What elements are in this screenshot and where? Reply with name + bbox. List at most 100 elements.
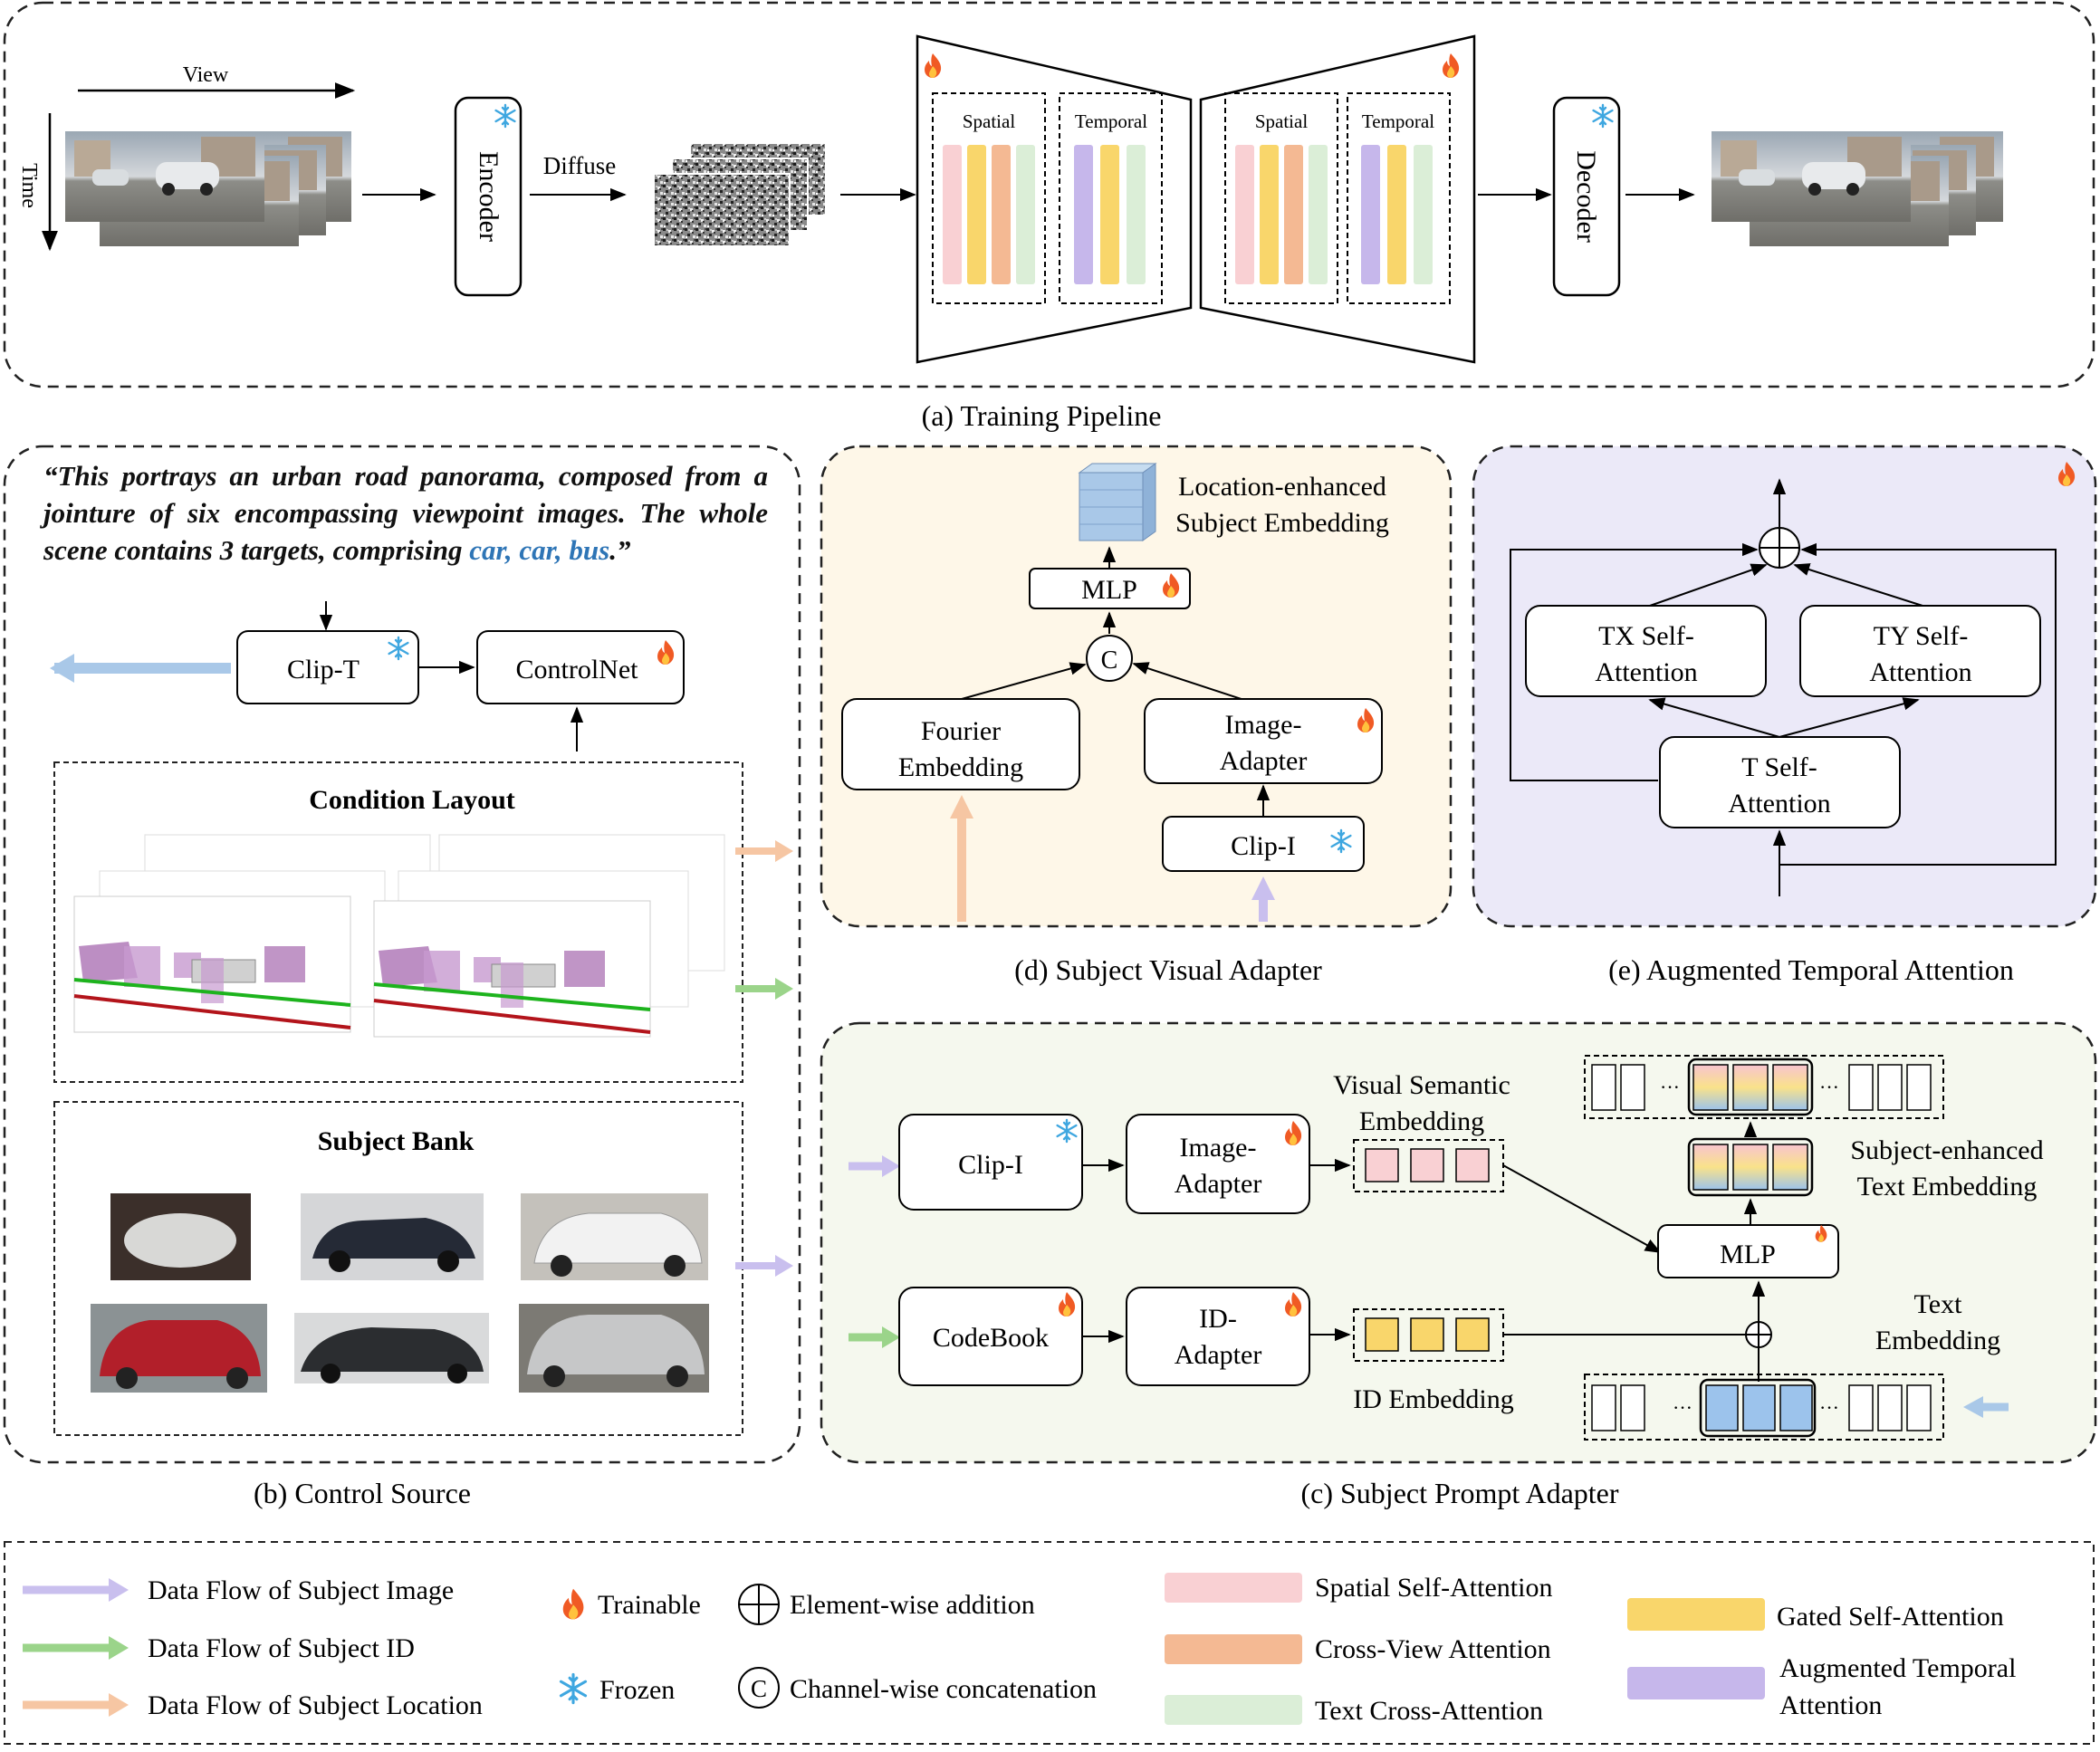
training-pipeline-panel: View Time Encoder Diffuse: [3, 1, 2095, 388]
text-cross-attention-bar: [1127, 145, 1146, 284]
legend-cross-view: Cross-View Attention: [1315, 1634, 1551, 1664]
spatial-self-attention-swatch: [1165, 1573, 1302, 1603]
augmented-temporal-bar: [1361, 145, 1380, 284]
legend-trainable: Trainable: [598, 1590, 701, 1620]
unet-down-block: Spatial Temporal: [916, 34, 1193, 364]
mlp-block: [1657, 1224, 1839, 1278]
legend-flow-image: Data Flow of Subject Image: [148, 1575, 454, 1605]
t-self-attention-block: [1659, 736, 1901, 828]
visual-semantic-label-1: Visual Semantic: [1333, 1070, 1510, 1100]
text-cross-attention-bar: [1309, 145, 1328, 284]
gated-self-attention-bar: [1387, 145, 1406, 284]
legend-channel-wise: Channel-wise concatenation: [790, 1674, 1097, 1704]
legend-frozen: Frozen: [599, 1675, 675, 1705]
caption-subject-visual-adapter: (d) Subject Visual Adapter: [1014, 953, 1322, 986]
text-cross-attention-bar: [1414, 145, 1433, 284]
t-label-1: T Self-: [1741, 752, 1817, 782]
legend-gated-self: Gated Self-Attention: [1777, 1602, 2004, 1632]
image-adapter-label-2: Adapter: [1220, 746, 1308, 776]
diffuse-label: Diffuse: [543, 152, 617, 179]
visual-semantic-label-2: Embedding: [1359, 1106, 1484, 1136]
legend-text-cross: Text Cross-Attention: [1315, 1696, 1543, 1726]
augmented-temporal-bar: [1074, 145, 1093, 284]
encoder-label: Encoder: [474, 151, 503, 242]
clip-i-block: [1162, 816, 1365, 872]
circled-c-icon: [738, 1667, 780, 1709]
t-label-2: Attention: [1728, 789, 1830, 819]
tx-label-1: TX Self-: [1598, 621, 1694, 651]
image-adapter-label-1: Image-: [1180, 1133, 1257, 1163]
quote-cars: car, car, bus: [469, 534, 610, 566]
subject-bank-title: Subject Bank: [318, 1126, 475, 1156]
subject-embedding-cube: [1078, 463, 1157, 541]
input-frames: [65, 131, 351, 246]
location-enhanced-label-2: Subject Embedding: [1175, 508, 1389, 538]
text-cross-attention-swatch: [1165, 1695, 1302, 1725]
spatial-label: Spatial: [963, 110, 1015, 132]
noise-latents: [653, 142, 827, 247]
view-label: View: [183, 63, 229, 87]
image-adapter-label-2: Adapter: [1175, 1169, 1262, 1199]
subject-enhanced-sequence: [1584, 1055, 1944, 1119]
text-embedding-label-2: Embedding: [1875, 1326, 2000, 1355]
cross-view-attention-bar: [1284, 145, 1303, 284]
ty-self-attention-block: [1799, 605, 2041, 697]
subject-enhanced-label-2: Text Embedding: [1857, 1172, 2038, 1202]
augmented-temporal-attention-panel: TX Self- Attention TY Self- Attention T …: [1472, 445, 2097, 928]
id-flow-legend-arrow: [109, 1636, 129, 1660]
legend-augmented-temporal-1: Augmented Temporal: [1779, 1653, 2016, 1683]
augmented-temporal-swatch: [1627, 1667, 1765, 1699]
unet-up-block: Spatial Temporal: [1199, 34, 1476, 364]
encoder-block: Encoder: [454, 96, 523, 297]
decoder-block: Decoder: [1552, 96, 1621, 297]
ellipsis: ···: [1819, 1396, 1839, 1419]
legend-channel-symbol: C: [751, 1675, 767, 1702]
snowflake-icon: [559, 1672, 588, 1705]
concat-symbol: C: [1101, 646, 1118, 675]
caption-training-pipeline: (a) Training Pipeline: [922, 399, 1162, 432]
text-cross-attention-bar: [1016, 145, 1035, 284]
controlnet-block: [476, 630, 685, 704]
temporal-label: Temporal: [1362, 110, 1434, 132]
subject-prompt-adapter-panel: Clip-I Image- Adapter Visual Semantic Em…: [820, 1021, 2097, 1464]
ellipsis: ···: [1819, 1076, 1839, 1098]
image-flow-legend-arrow: [109, 1578, 129, 1602]
time-label: Time: [17, 163, 41, 208]
legend-flow-location: Data Flow of Subject Location: [148, 1690, 483, 1720]
mlp-block: [1029, 568, 1191, 609]
codebook-label: CodeBook: [933, 1323, 1049, 1353]
spatial-label: Spatial: [1255, 110, 1308, 132]
flame-icon: [562, 1588, 584, 1620]
clip-i-label: Clip-I: [1231, 831, 1296, 861]
cross-view-attention-swatch: [1165, 1634, 1302, 1664]
location-enhanced-label-1: Location-enhanced: [1178, 472, 1386, 502]
mlp-label: MLP: [1720, 1240, 1776, 1269]
fourier-embedding-block: [841, 698, 1080, 790]
decoder-label: Decoder: [1571, 150, 1601, 243]
location-flow-legend-arrow: [109, 1693, 129, 1717]
id-adapter-label-1: ID-: [1199, 1304, 1237, 1334]
tx-label-2: Attention: [1595, 657, 1697, 687]
ty-label-1: TY Self-: [1874, 621, 1969, 651]
channel-concat-icon: [1086, 635, 1133, 682]
condition-layout-box: [53, 761, 743, 1083]
id-embedding-label: ID Embedding: [1353, 1384, 1513, 1414]
subject-enhanced-label-1: Subject-enhanced: [1850, 1135, 2043, 1165]
image-adapter-block: [1144, 698, 1383, 784]
ellipsis: ···: [1660, 1076, 1680, 1098]
temporal-label: Temporal: [1075, 110, 1147, 132]
legend: Data Flow of Subject Image Data Flow of …: [4, 1541, 2095, 1745]
legend-element-wise: Element-wise addition: [790, 1590, 1035, 1620]
quote-end: .”: [609, 534, 631, 566]
caption-augmented-temporal-attention: (e) Augmented Temporal Attention: [1608, 953, 2014, 986]
clip-t-label: Clip-T: [287, 655, 360, 685]
output-frames: [1712, 131, 2003, 246]
id-adapter-label-2: Adapter: [1175, 1340, 1262, 1370]
ty-label-2: Attention: [1869, 657, 1971, 687]
spatial-self-attention-bar: [943, 145, 962, 284]
controlnet-label: ControlNet: [516, 655, 639, 685]
clip-i-block: [898, 1114, 1083, 1211]
tx-self-attention-block: [1525, 605, 1767, 697]
gated-self-attention-bar: [1260, 145, 1279, 284]
text-embedding-sequence: [1584, 1374, 1944, 1441]
